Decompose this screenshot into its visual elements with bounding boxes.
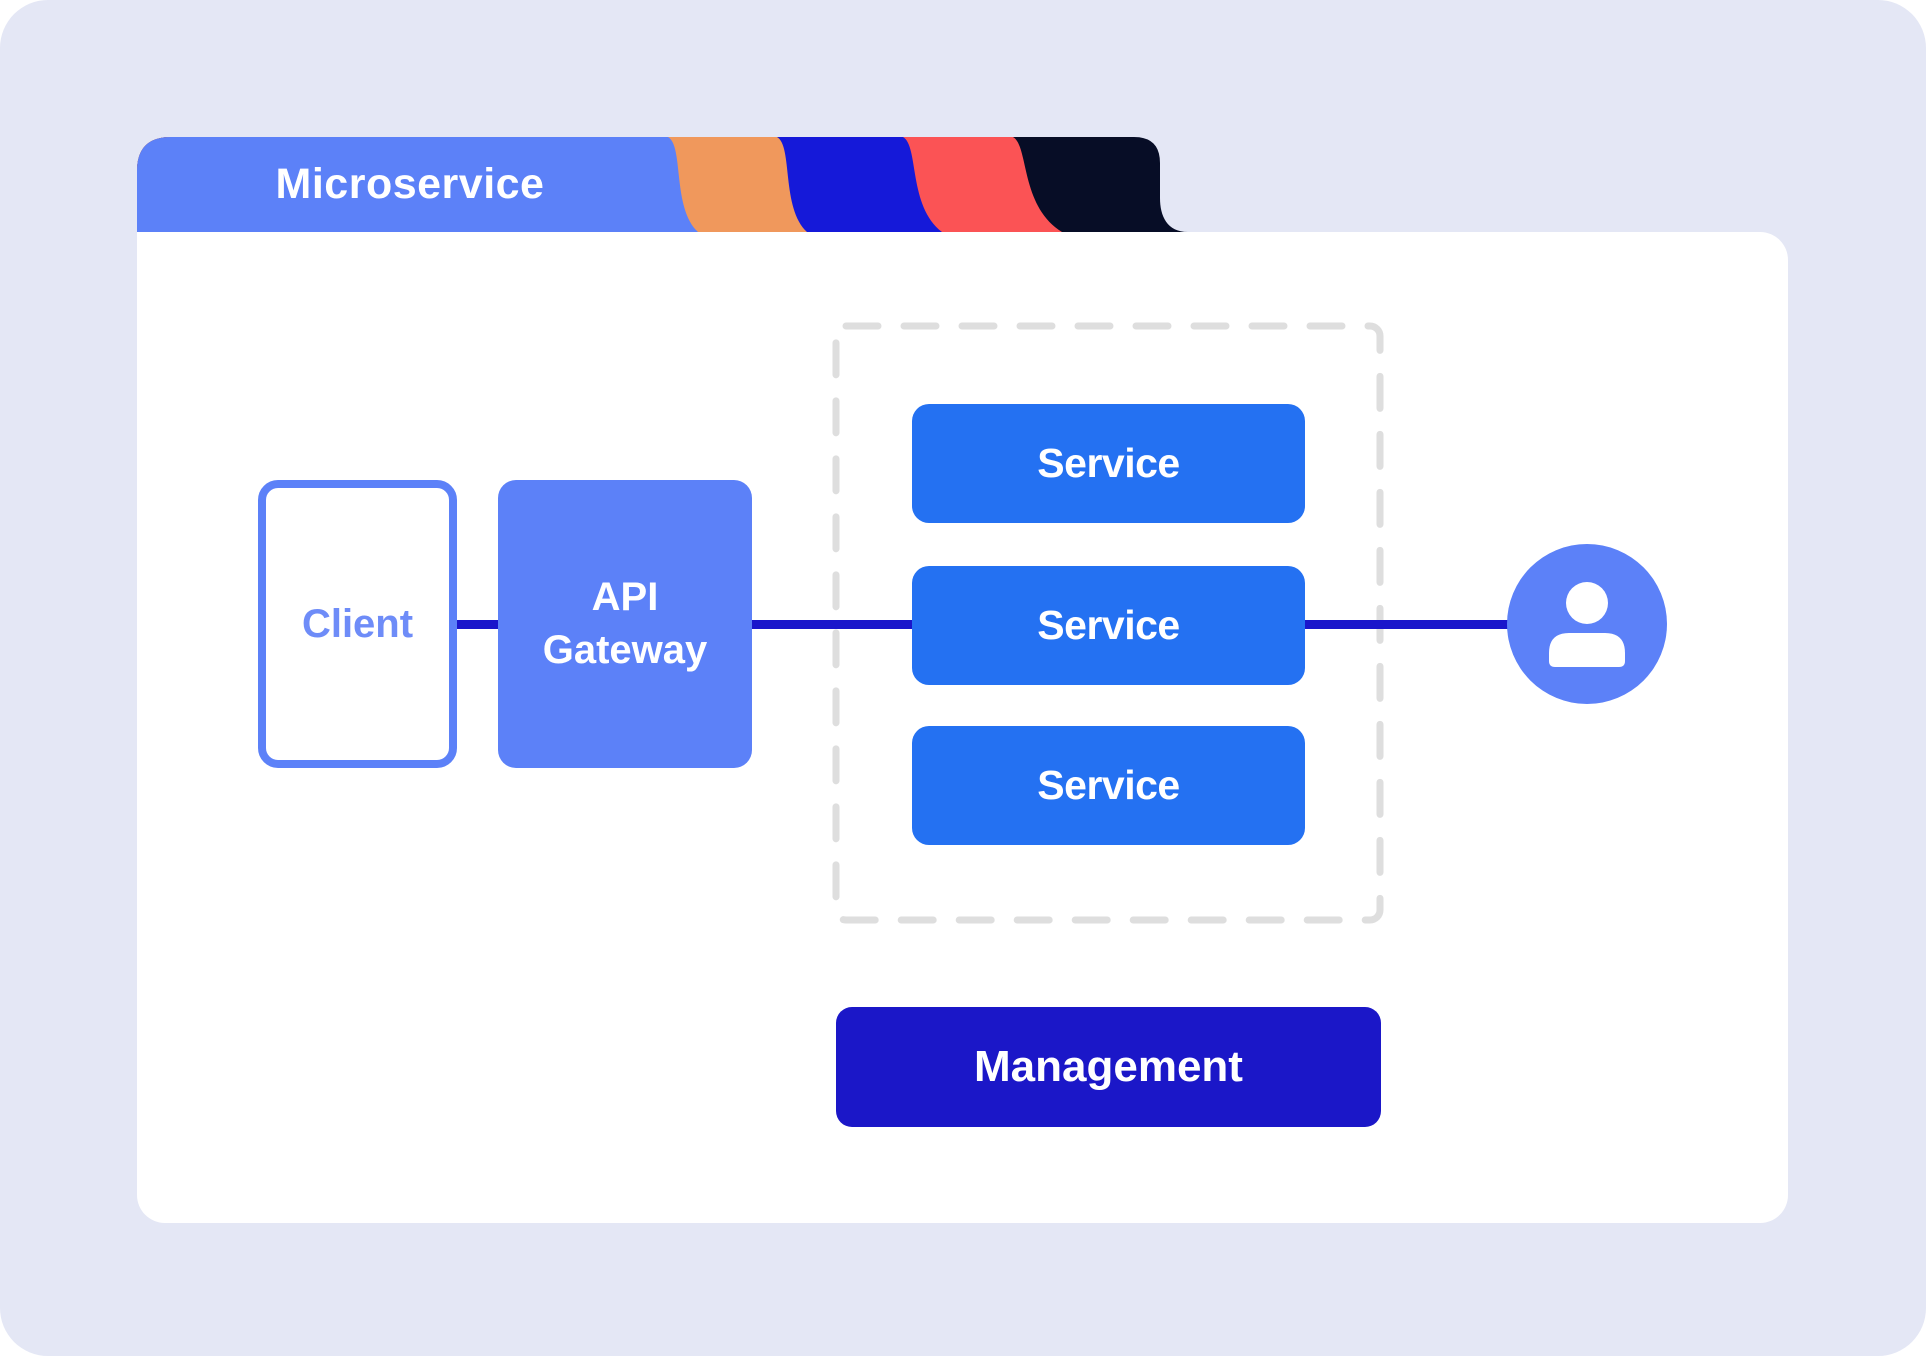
api-gateway-node: API Gateway xyxy=(498,480,752,768)
tab-label-microservice[interactable]: Microservice xyxy=(275,160,545,208)
service-label: Service xyxy=(1037,762,1180,808)
management-node: Management xyxy=(836,1007,1381,1127)
user-icon xyxy=(1507,544,1667,704)
service-node-2: Service xyxy=(912,566,1305,685)
management-label: Management xyxy=(974,1042,1243,1091)
user-avatar xyxy=(1507,544,1667,704)
service-node-1: Service xyxy=(912,404,1305,523)
service-label: Service xyxy=(1037,602,1180,648)
client-node: Client xyxy=(258,480,457,768)
service-label: Service xyxy=(1037,440,1180,486)
client-label: Client xyxy=(301,601,414,646)
api-gateway-label: API Gateway xyxy=(542,575,708,672)
service-node-3: Service xyxy=(912,726,1305,845)
